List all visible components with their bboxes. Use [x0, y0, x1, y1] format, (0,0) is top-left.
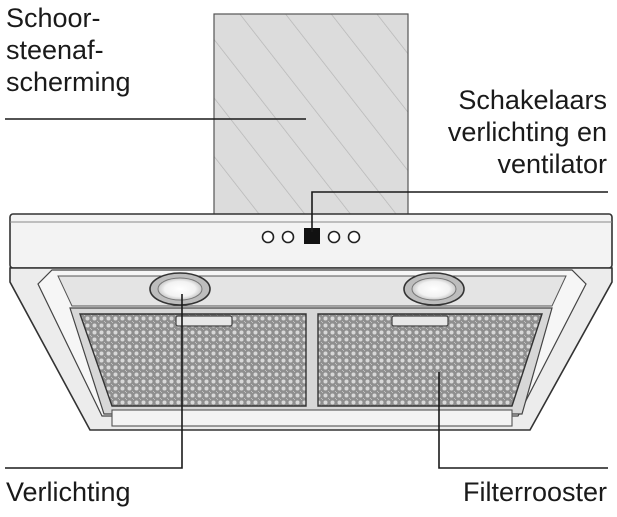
filter-handle-left	[175, 315, 233, 327]
filter-handle-right	[391, 315, 449, 327]
control-display	[304, 228, 320, 244]
filter-grille-left	[79, 313, 307, 407]
label-line: verlichting en	[447, 117, 607, 147]
chimney-cover	[213, 13, 409, 216]
label-line: ventilator	[497, 149, 607, 179]
filter-grille-right	[317, 313, 543, 407]
control-button	[261, 230, 275, 244]
label-line: scherming	[6, 67, 131, 97]
leader-switches	[311, 191, 608, 232]
label-line: Schakelaars	[458, 85, 607, 115]
label-line: Schoor-	[6, 3, 101, 33]
control-button	[327, 230, 341, 244]
label-filter: Filterrooster	[462, 477, 607, 507]
leader-lighting	[5, 294, 183, 469]
control-button	[347, 230, 361, 244]
leader-filter	[438, 372, 608, 469]
hood-front-lip	[111, 409, 513, 427]
label-line: steenaf-	[6, 35, 104, 65]
label-chimney-cover: Schoor- steenaf- scherming	[6, 2, 131, 98]
control-panel	[261, 228, 361, 244]
control-button	[281, 230, 295, 244]
lamp-left	[149, 272, 211, 306]
lamp-right	[403, 272, 465, 306]
label-lighting: Verlichting	[6, 477, 131, 507]
label-switches: Schakelaars verlichting en ventilator	[448, 84, 607, 180]
hood-underside	[57, 275, 567, 307]
